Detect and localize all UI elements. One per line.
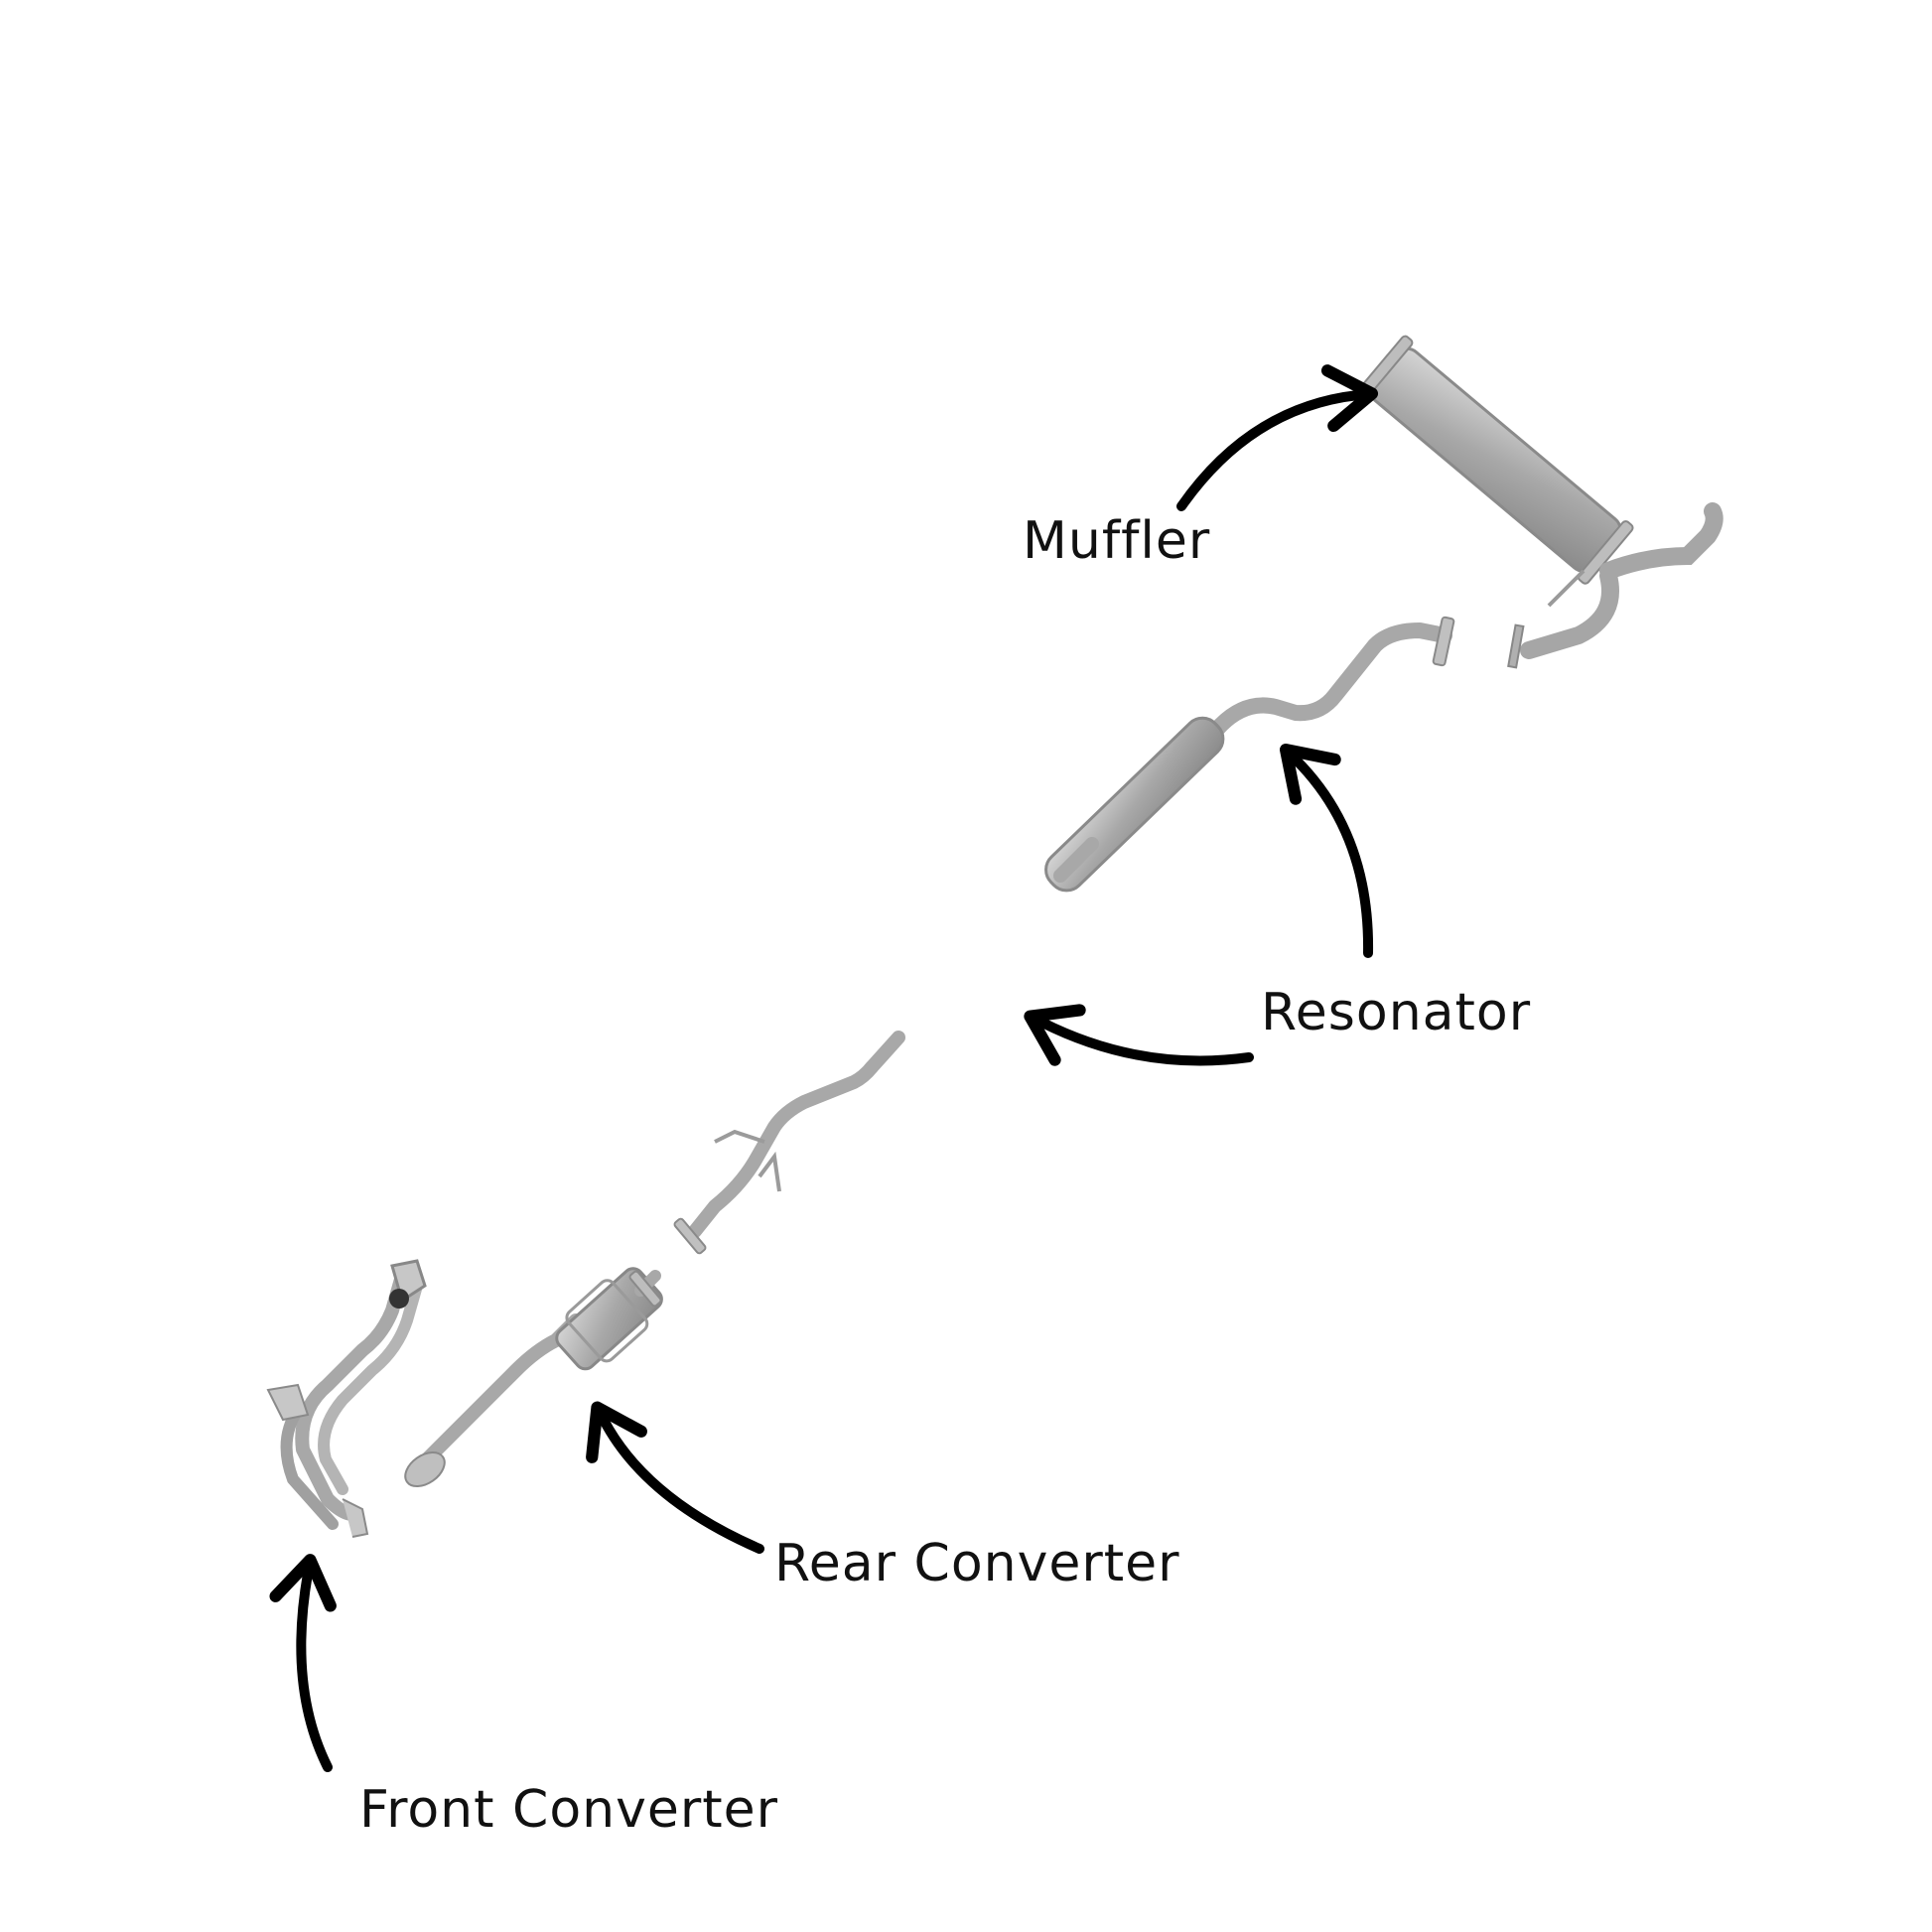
- front-converter-arrow: [269, 1554, 337, 1772]
- mid-pipe-part: [1134, 616, 1455, 817]
- resonator-arrow-lower: [1024, 1004, 1254, 1066]
- muffler-part: [1356, 335, 1724, 669]
- resonator-part: [673, 716, 1225, 1255]
- resonator-arrow-upper: [1279, 743, 1374, 958]
- muffler-arrow: [1176, 364, 1379, 511]
- front-converter-label: Front Converter: [359, 1780, 779, 1840]
- rear-converter-arrow: [586, 1401, 764, 1554]
- rear-converter-label: Rear Converter: [774, 1534, 1180, 1593]
- muffler-label: Muffler: [1023, 511, 1211, 571]
- resonator-label: Resonator: [1261, 983, 1532, 1042]
- front-converter-part: [266, 1259, 427, 1538]
- rear-converter-part: [404, 1267, 663, 1488]
